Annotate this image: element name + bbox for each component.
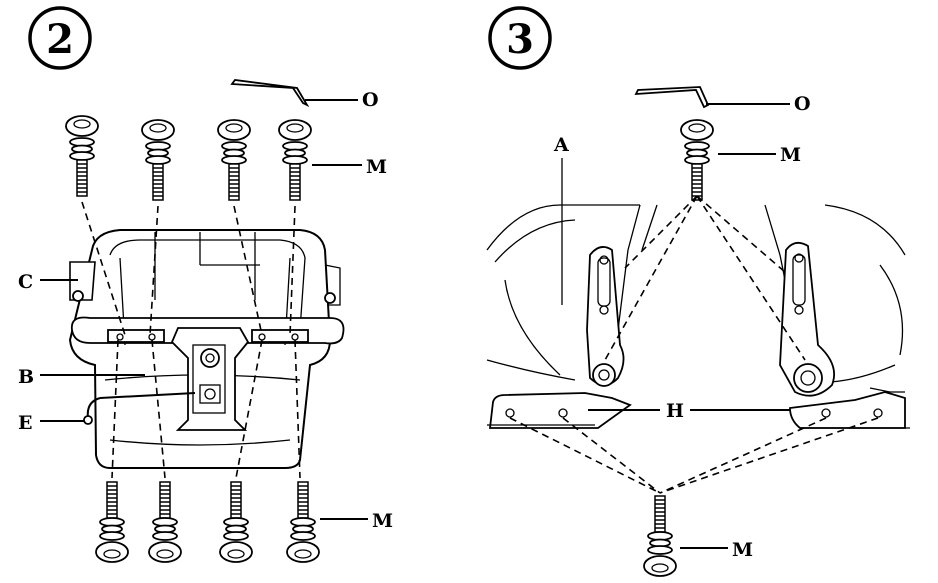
label-c: C [18, 271, 33, 293]
label-b: B [18, 366, 34, 388]
label-h: H [666, 400, 684, 422]
screw-icon [148, 481, 182, 563]
screw-icon [680, 119, 714, 201]
screw-icon [141, 119, 175, 201]
label-m-top: M [366, 156, 387, 178]
seat-drawing [68, 229, 345, 469]
step-2-panel: 2 O M [18, 6, 393, 563]
step-number: 2 [46, 16, 74, 63]
screw-icon [643, 495, 677, 577]
label-e: E [18, 412, 32, 434]
screw-icon [217, 119, 251, 201]
label-m-bottom: M [732, 539, 753, 561]
label-a: A [553, 134, 569, 156]
allen-key-icon [634, 86, 790, 109]
step-3-panel: 3 O M A [486, 6, 910, 577]
label-m-bottom: M [372, 510, 393, 532]
step-number-circle [28, 6, 92, 70]
label-o: O [362, 89, 379, 111]
recliner-mechanism-drawing [486, 204, 910, 429]
screw-icon [95, 481, 129, 563]
step-number-circle [488, 6, 552, 70]
screw-icon [286, 481, 320, 563]
screw-icon [65, 115, 99, 197]
screw-icon [219, 481, 253, 563]
screw-icon [278, 119, 312, 201]
allen-key-icon [230, 79, 358, 108]
step-number: 3 [506, 16, 534, 63]
label-m-top: M [780, 144, 801, 166]
label-o: O [794, 93, 811, 115]
